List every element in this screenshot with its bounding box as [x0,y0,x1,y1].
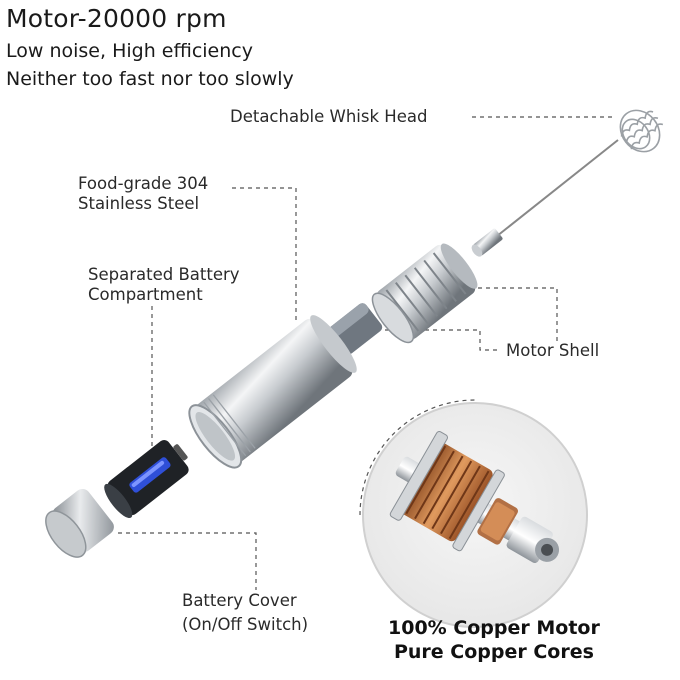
headline: Motor-20000 rpm [6,4,227,33]
label-cover-line1: Battery Cover [182,591,297,610]
leader-lines [118,116,612,590]
label-motor-shell: Motor Shell [506,341,600,360]
label-whisk-head: Detachable Whisk Head [230,107,428,126]
label-stainless-steel-line2: Stainless Steel [78,194,200,213]
label-stainless-steel: Food-grade 304 Stainless Steel [78,174,208,214]
label-copper-motor: 100% Copper Motor Pure Copper Cores [388,616,600,664]
copper-motor-closeup [359,399,588,628]
whisk-head [471,109,664,257]
label-battery-line2: Compartment [88,285,203,304]
subtitle-speed: Neither too fast nor too slowly [6,68,294,90]
label-copper-line2: Pure Copper Cores [393,641,594,663]
label-copper-line1: 100% Copper Motor [388,617,600,639]
label-battery-compartment: Separated Battery Compartment [88,265,240,305]
label-stainless-steel-line1: Food-grade 304 [78,174,209,193]
subtitle-efficiency: Low noise, High efficiency [6,40,253,62]
label-battery-line1: Separated Battery [88,265,240,284]
motor-shell [371,243,478,344]
battery [104,440,189,519]
battery-cover [45,488,114,558]
label-cover-line2: (On/Off Switch) [182,615,309,634]
stainless-tube [188,315,357,469]
label-battery-cover: Battery Cover (On/Off Switch) [182,589,308,637]
